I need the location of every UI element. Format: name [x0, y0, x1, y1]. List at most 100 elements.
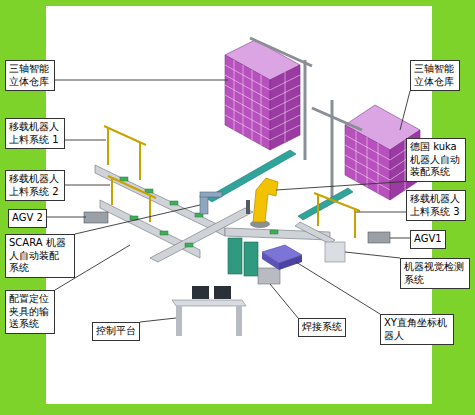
callout-text: 配置定位 夹具的输 送系统 [9, 293, 51, 331]
illustration-part [252, 70, 253, 140]
illustration-part [356, 131, 357, 181]
illustration-part [250, 38, 312, 66]
callout-text: SCARA 机器 人自动装配 系统 [9, 237, 71, 275]
callout-text: 焊接系统 [302, 321, 342, 334]
callout-text: 三轴智能 立体仓库 [414, 63, 456, 88]
callout-box: XY直角坐标机 器人 [380, 314, 454, 345]
illustration-part [225, 115, 270, 140]
leader-line [345, 252, 400, 258]
illustration-part [236, 306, 242, 336]
illustration-part [225, 95, 270, 120]
gantry [250, 38, 312, 160]
transfer-gantry [104, 126, 360, 238]
callout-text: XY直角坐标机 器人 [384, 317, 450, 342]
illustration-part [345, 145, 390, 170]
illustration-part [185, 243, 193, 247]
illustration-part [225, 55, 270, 150]
illustration-part [170, 201, 178, 205]
callout-text: 德国 kuka 机器人自动 装配系统 [410, 141, 462, 179]
conveyor-belt [95, 165, 335, 262]
callout-text: AGV1 [414, 233, 442, 246]
callout-text: 移载机器人 上料系统 3 [410, 193, 462, 218]
illustration-part [312, 108, 362, 130]
callout-text: 控制平台 [96, 325, 136, 338]
illustration-part [345, 155, 390, 180]
leader-line [55, 80, 228, 81]
illustration-part [295, 222, 335, 244]
control-desk [172, 286, 246, 336]
illustration-part [279, 255, 302, 270]
leader-line [47, 217, 86, 218]
illustration-part [107, 128, 109, 165]
callout-box: 配置定位 夹具的输 送系统 [5, 290, 55, 334]
illustration-part [228, 238, 242, 274]
welding-station [258, 268, 280, 284]
illustration-part [225, 105, 270, 130]
illustration-part [270, 230, 278, 234]
callout-box: AGV 2 [8, 209, 47, 228]
illustration-part [354, 208, 356, 238]
illustration-part [246, 200, 250, 214]
illustration-part [314, 193, 360, 211]
callout-box: 德国 kuka 机器人自动 装配系统 [406, 138, 466, 182]
callout-box: 控制平台 [92, 322, 140, 341]
illustration-part [200, 196, 208, 214]
illustration-part [139, 142, 141, 180]
illustration-part [261, 75, 262, 145]
illustration-part [253, 178, 278, 222]
illustration-part [270, 65, 300, 150]
callout-box: AGV1 [410, 230, 446, 249]
callout-text: 三轴智能 立体仓库 [9, 63, 51, 88]
callout-box: 移载机器人 上料系统 2 [5, 170, 65, 201]
leader-line [65, 140, 106, 141]
illustration-part [304, 60, 307, 160]
illustration-part [345, 165, 390, 190]
illustration-part [176, 306, 182, 336]
illustration-part [120, 177, 128, 181]
illustration-part [378, 143, 379, 193]
leader-line [75, 205, 200, 234]
agv [368, 232, 390, 243]
illustration-part [46, 6, 432, 404]
callout-box: 机器视觉检测 系统 [400, 258, 470, 289]
illustration-part [95, 165, 225, 236]
leader-line [270, 284, 298, 318]
xy-robot-table [262, 245, 302, 270]
illustration-part [225, 85, 270, 110]
agv [84, 212, 108, 223]
callout-box: SCARA 机器 人自动装配 系统 [5, 234, 75, 278]
illustration-part [111, 178, 113, 205]
illustration-part [285, 72, 286, 142]
kuka-robot [246, 178, 278, 228]
illustration-part [145, 189, 153, 193]
callout-text: AGV 2 [12, 212, 43, 225]
vision-cabinet [325, 242, 345, 262]
illustration-part [225, 60, 300, 145]
illustration-part [149, 196, 151, 222]
pallet [120, 177, 278, 247]
illustration-part [367, 137, 368, 187]
callout-box: 焊接系统 [298, 318, 346, 337]
illustration-part [225, 75, 270, 100]
illustration-part [160, 231, 168, 235]
illustration-part [192, 286, 209, 299]
scara-robot [200, 192, 222, 214]
illustration-part [200, 192, 222, 197]
illustration-part [345, 125, 390, 200]
callout-text: 移载机器人 上料系统 1 [9, 121, 61, 146]
illustration-part [225, 65, 270, 90]
leader-line [65, 185, 110, 186]
leader-line [140, 318, 176, 322]
illustration-part [317, 195, 319, 226]
leader-line [296, 262, 380, 314]
leader-line [400, 91, 410, 130]
callout-text: 移载机器人 上料系统 2 [9, 173, 61, 198]
illustration-part [243, 65, 244, 135]
illustration-part [172, 300, 246, 306]
callout-box: 移载机器人 上料系统 1 [5, 118, 65, 149]
callout-box: 三轴智能 立体仓库 [410, 60, 460, 91]
welding-cabinet [228, 238, 258, 276]
